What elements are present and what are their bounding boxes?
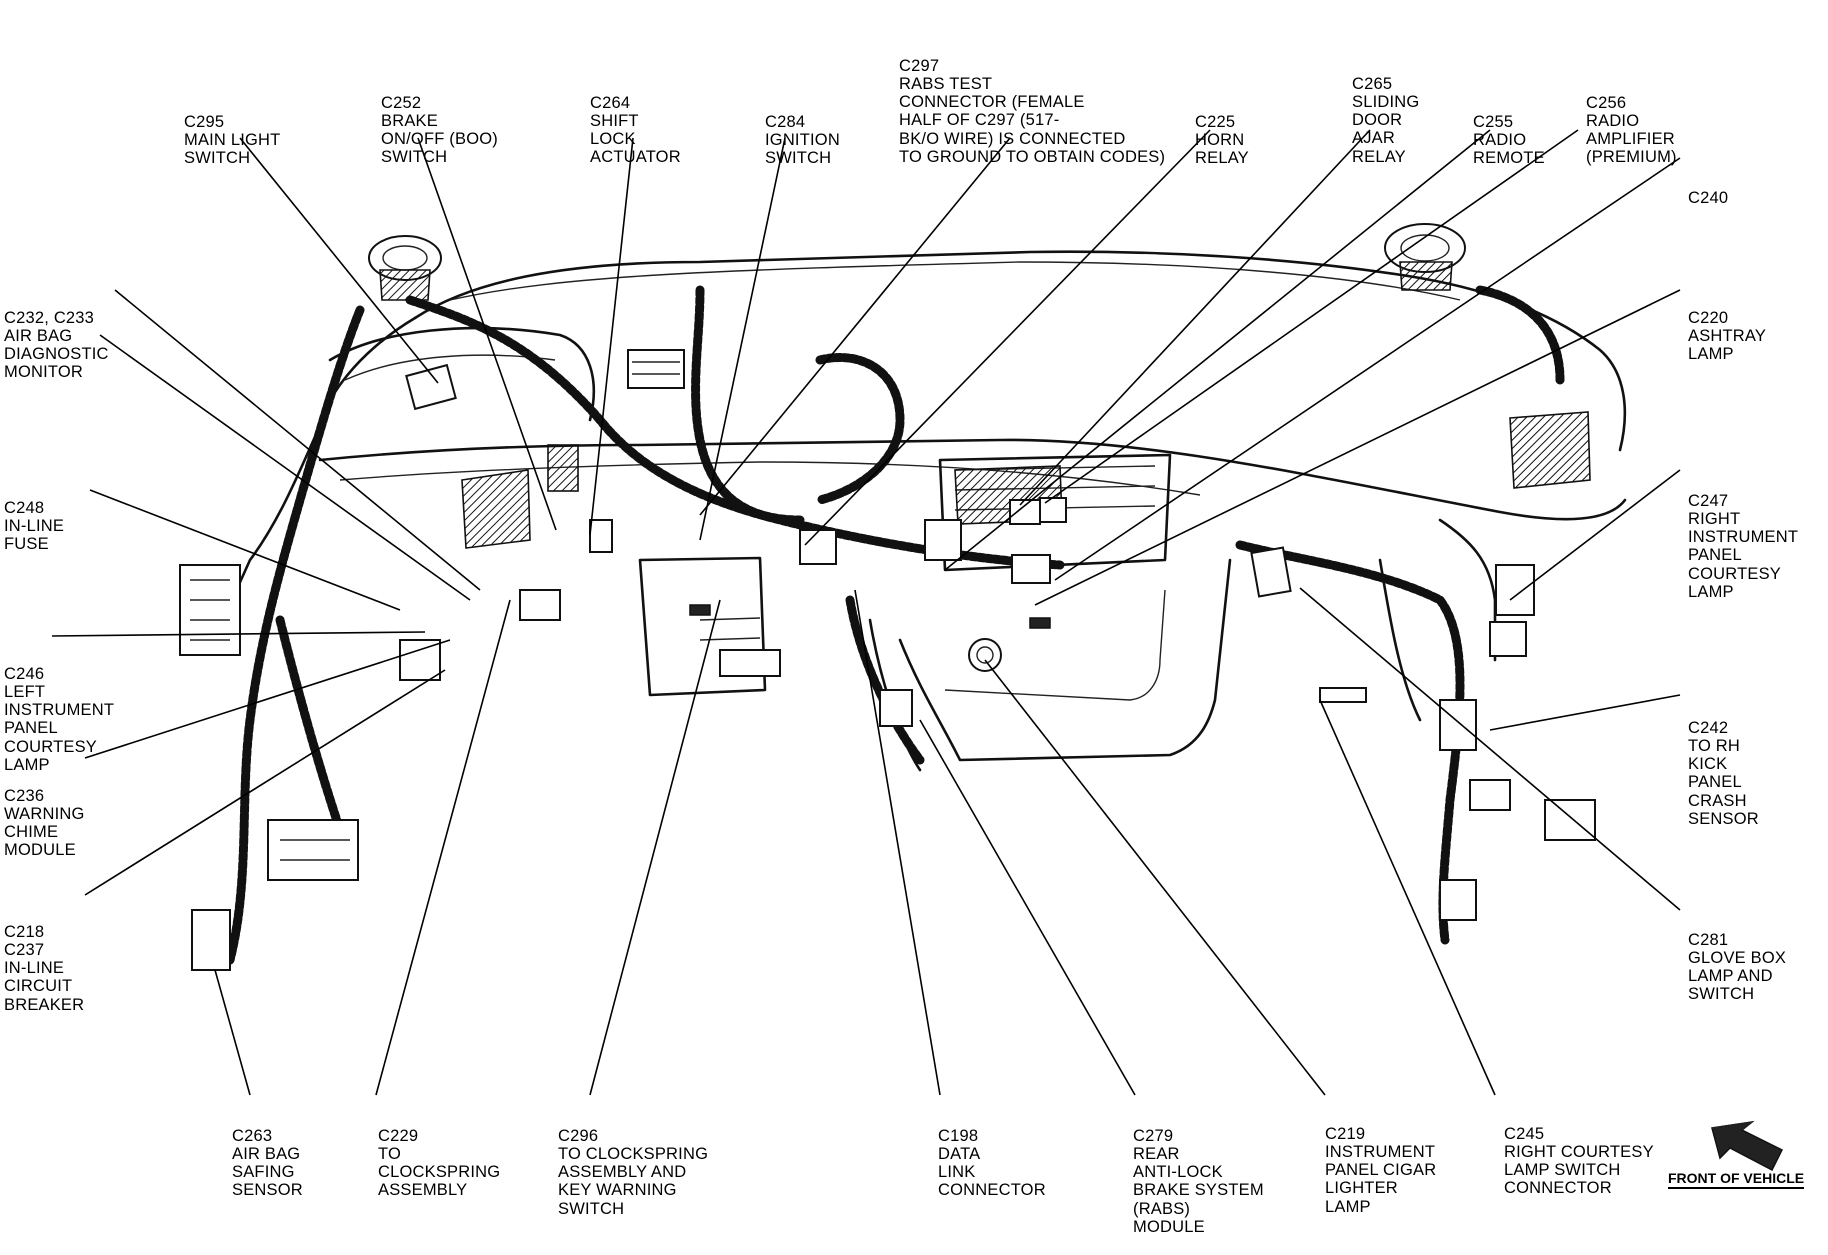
front-of-vehicle-arrow-icon — [1711, 1120, 1784, 1172]
right-speaker — [1384, 223, 1466, 291]
components — [179, 349, 1596, 971]
leader-lines — [51, 129, 1681, 1096]
right-vent — [1509, 411, 1591, 489]
instrument-panel-outline — [230, 250, 1627, 772]
label-c240: C240 — [1688, 188, 1729, 207]
front-of-vehicle-label: FRONT OF VEHICLE — [1668, 1170, 1805, 1189]
left-vent — [461, 469, 531, 549]
left-speaker — [368, 235, 442, 301]
instrument-panel-diagram — [51, 129, 1784, 1172]
